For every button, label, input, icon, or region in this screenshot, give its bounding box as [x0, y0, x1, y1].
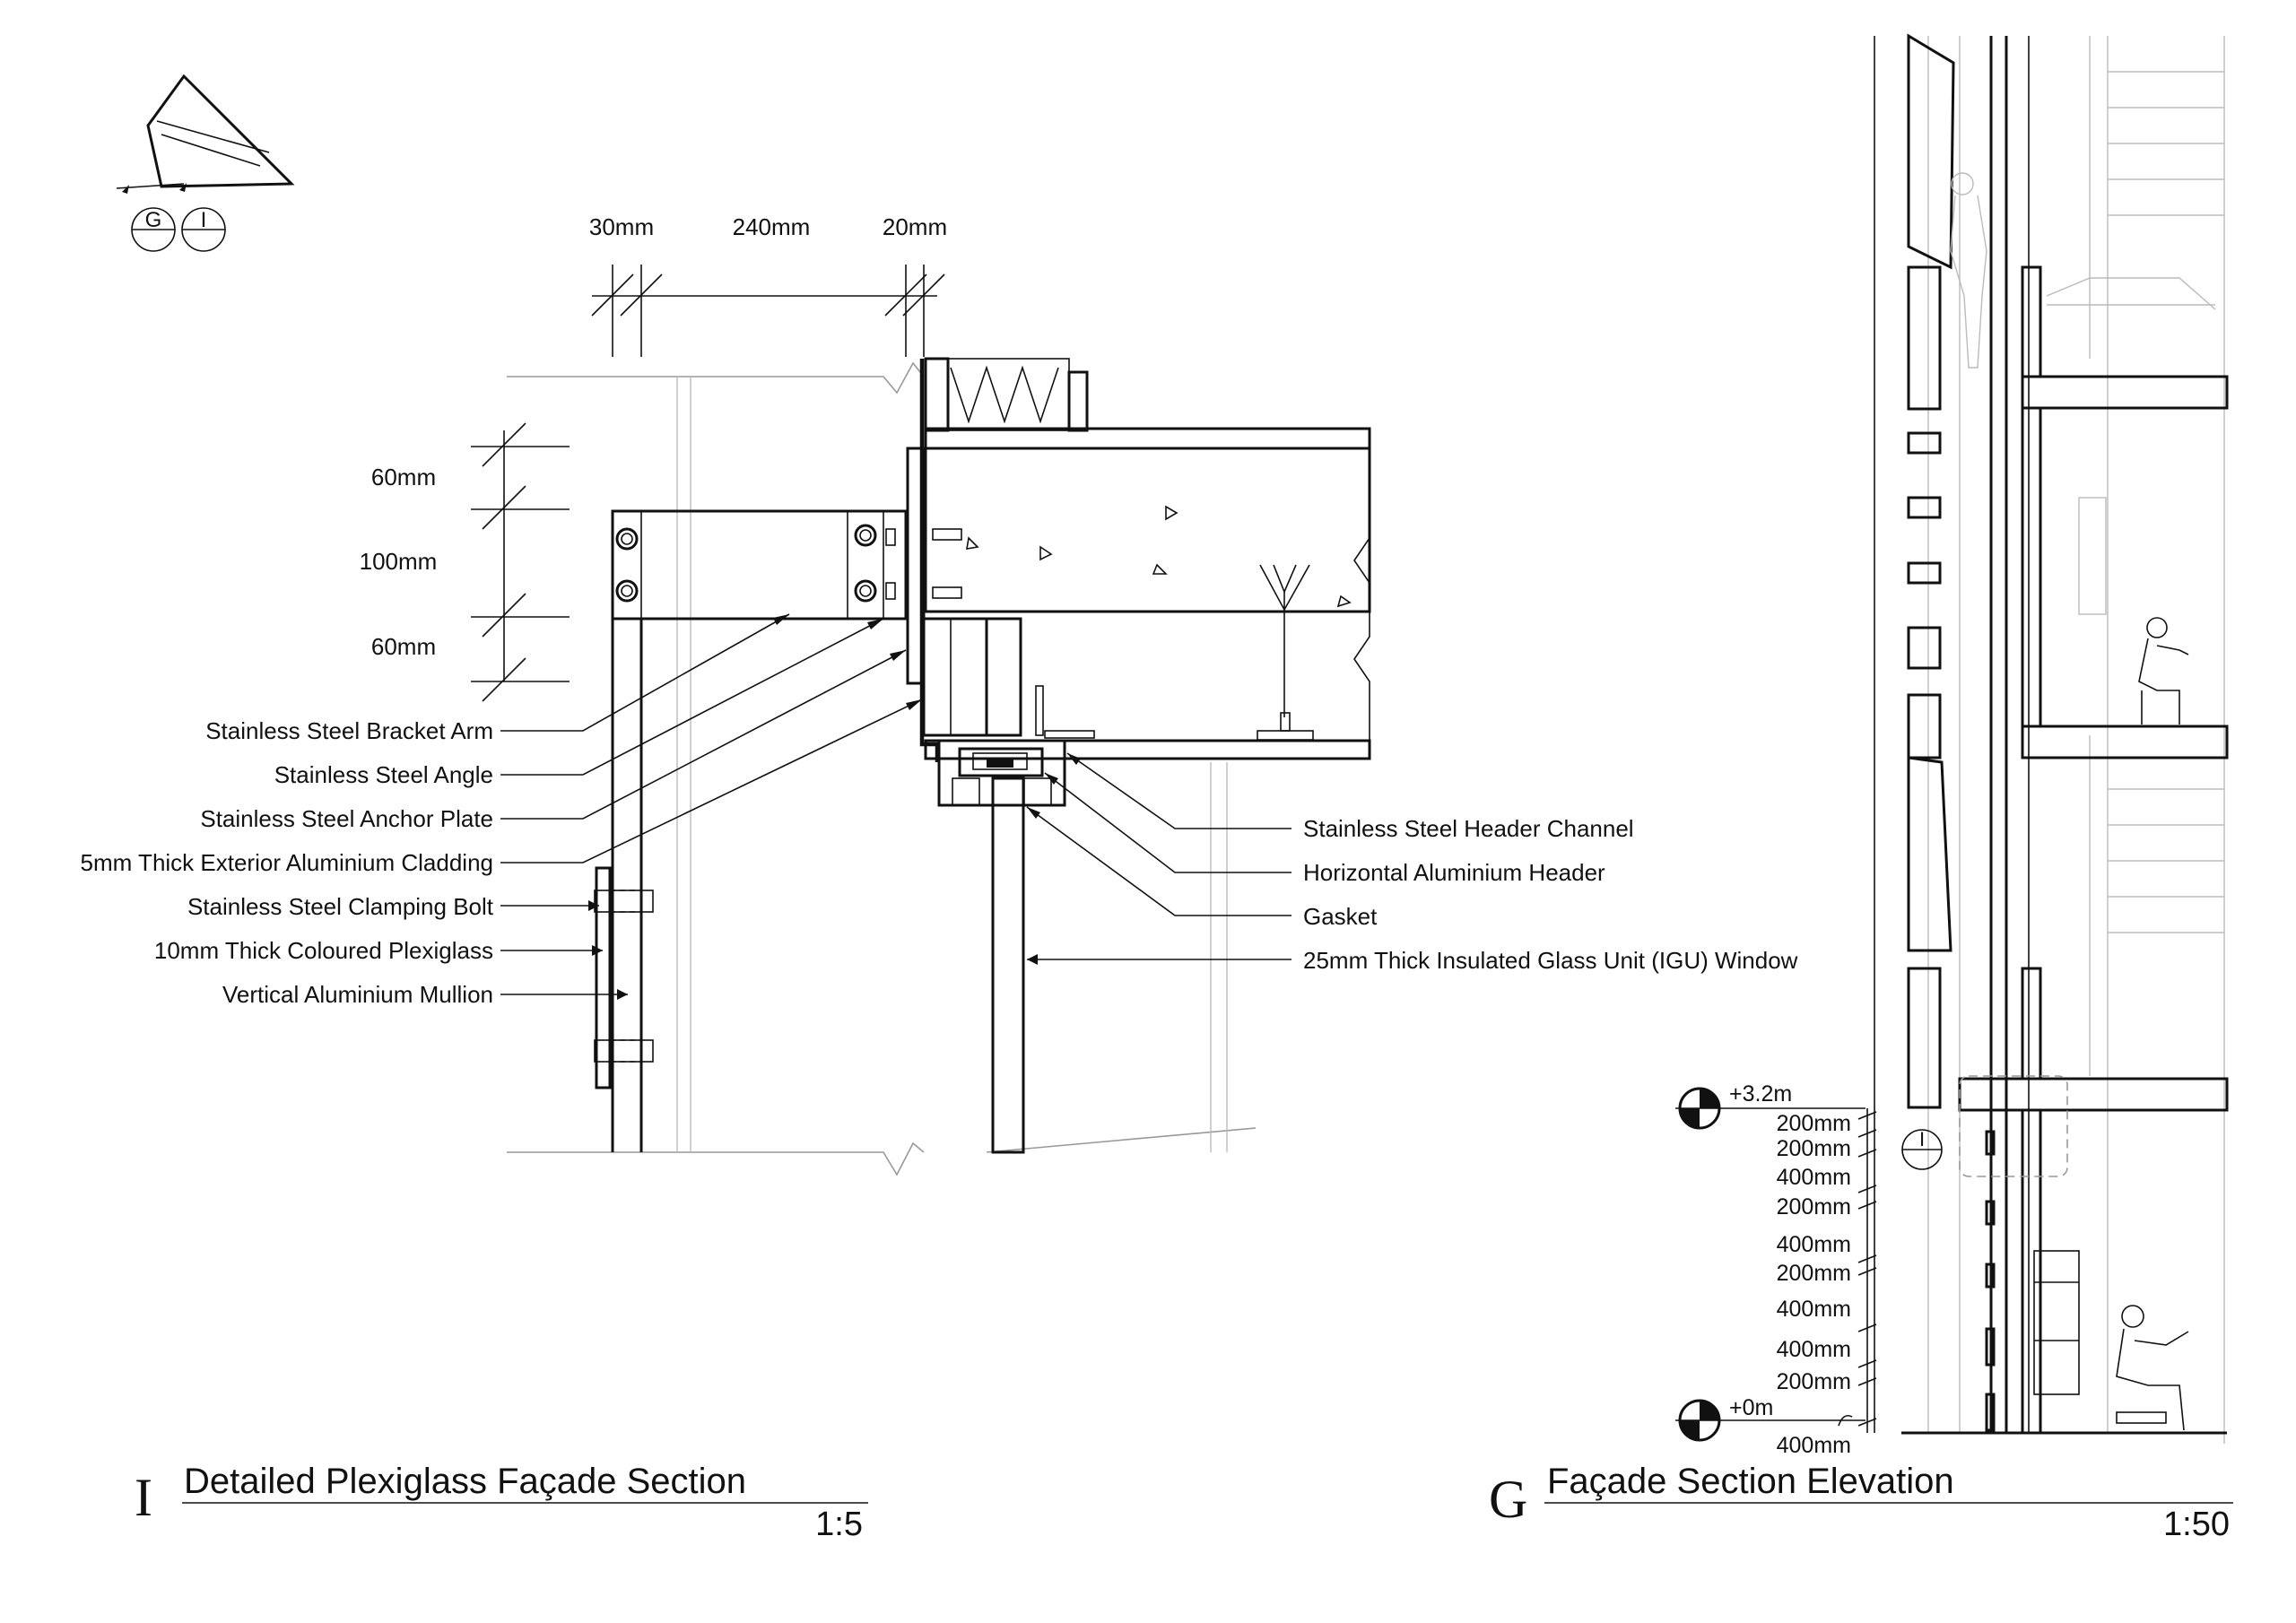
stack-dim-5: 400mm	[1777, 1232, 1851, 1257]
stack-dim-10: 400mm	[1777, 1433, 1851, 1458]
label-bracket-arm: Stainless Steel Bracket Arm	[205, 717, 493, 744]
person-seated-laptop-icon	[2116, 1305, 2189, 1431]
stack-dimension: 200mm 200mm 400mm 200mm 400mm 200mm 400m…	[1777, 1108, 1877, 1458]
marker-i-text: I	[201, 208, 207, 232]
section-marker-g: G	[131, 207, 176, 252]
stack-dim-9: 200mm	[1777, 1369, 1851, 1394]
anchor-bolt	[932, 528, 962, 599]
aluminium-cladding	[919, 359, 940, 762]
stack-dim-2: 200mm	[1777, 1136, 1851, 1161]
bracket-arm	[611, 509, 908, 621]
dim-60mm-top: 60mm	[371, 464, 436, 490]
plexiglass-panel	[594, 866, 654, 1089]
igu-window	[991, 777, 1025, 1154]
title-letter-g: G	[1489, 1470, 1527, 1529]
scale-1-5: 1:5	[815, 1506, 863, 1543]
callout-detail-i: I	[1901, 1075, 2068, 1177]
stack-dim-8: 400mm	[1777, 1337, 1851, 1362]
right-leaders	[1026, 752, 1292, 965]
label-aluminium-cladding: 5mm Thick Exterior Aluminium Cladding	[81, 849, 493, 876]
dim-100mm: 100mm	[360, 548, 438, 575]
stack-dim-7: 400mm	[1777, 1297, 1851, 1322]
key-plan: G I	[116, 74, 295, 252]
right-labels: Stainless Steel Header Channel Horizonta…	[1303, 815, 1798, 974]
label-aluminium-header: Horizontal Aluminium Header	[1303, 859, 1605, 886]
dim-240mm: 240mm	[733, 213, 811, 240]
wall-insulation	[924, 357, 1089, 432]
callout-marker-i: I	[1919, 1128, 1925, 1150]
left-leaders	[500, 613, 923, 1000]
level-bottom-label: +0m	[1729, 1395, 1773, 1420]
dim-20mm: 20mm	[883, 213, 947, 240]
key-plan-icon	[116, 74, 295, 194]
elevation-section-drawing: I +3.2m +0m	[1675, 33, 2229, 1458]
section-marker-i: I	[181, 207, 226, 252]
ceiling-zone	[924, 564, 1371, 760]
horizontal-dimension: 30mm 240mm 20mm	[589, 213, 947, 357]
steel-connection	[906, 447, 1095, 739]
break-lines	[507, 361, 1257, 1176]
label-vertical-mullion: Vertical Aluminium Mullion	[222, 981, 493, 1008]
label-plexiglass: 10mm Thick Coloured Plexiglass	[154, 937, 493, 964]
stack-dim-6: 200mm	[1777, 1261, 1851, 1286]
label-igu-window: 25mm Thick Insulated Glass Unit (IGU) Wi…	[1303, 947, 1798, 974]
elevation-columns	[1874, 36, 2225, 1444]
label-gasket: Gasket	[1303, 903, 1378, 930]
background-lines	[676, 377, 1228, 1152]
label-clamping-bolt: Stainless Steel Clamping Bolt	[187, 893, 494, 920]
concrete-slab	[924, 427, 1371, 613]
marker-g-text: G	[145, 208, 162, 232]
title-letter-i: I	[135, 1468, 152, 1527]
left-labels: Stainless Steel Bracket Arm Stainless St…	[81, 717, 494, 1008]
level-top-label: +3.2m	[1729, 1081, 1792, 1107]
stack-dim-4: 200mm	[1777, 1194, 1851, 1219]
vertical-mullion	[611, 619, 643, 1152]
dim-30mm: 30mm	[589, 213, 654, 240]
elevation-fins	[1907, 33, 1996, 1432]
title-elevation-section: Façade Section Elevation	[1547, 1462, 1954, 1501]
stack-dim-1: 200mm	[1777, 1111, 1851, 1136]
label-steel-angle: Stainless Steel Angle	[274, 761, 493, 788]
level-marker-top: +3.2m	[1675, 1081, 1866, 1130]
person-standing-icon	[1950, 172, 1987, 369]
title-block-g: G Façade Section Elevation 1:50	[1489, 1462, 2233, 1543]
person-sitting-icon	[2138, 617, 2189, 725]
dim-60mm-bottom: 60mm	[371, 633, 436, 660]
elevation-interior	[2033, 71, 2224, 1395]
label-header-channel: Stainless Steel Header Channel	[1303, 815, 1634, 842]
window-header	[937, 739, 1066, 807]
label-anchor-plate: Stainless Steel Anchor Plate	[200, 805, 493, 832]
title-block-i: I Detailed Plexiglass Façade Section 1:5	[135, 1462, 868, 1543]
scale-1-50: 1:50	[2163, 1506, 2230, 1543]
stack-dim-3: 400mm	[1777, 1165, 1851, 1190]
elevation-posts	[2021, 265, 2042, 1435]
vertical-dimension: 60mm 100mm 60mm	[360, 422, 570, 702]
detail-section-drawing: 30mm 240mm 20mm 60mm 100mm 60mm	[360, 213, 1371, 1176]
elevation-slabs	[1901, 375, 2229, 1435]
level-marker-bottom: +0m	[1675, 1395, 1866, 1442]
title-detail-section: Detailed Plexiglass Façade Section	[184, 1462, 746, 1501]
